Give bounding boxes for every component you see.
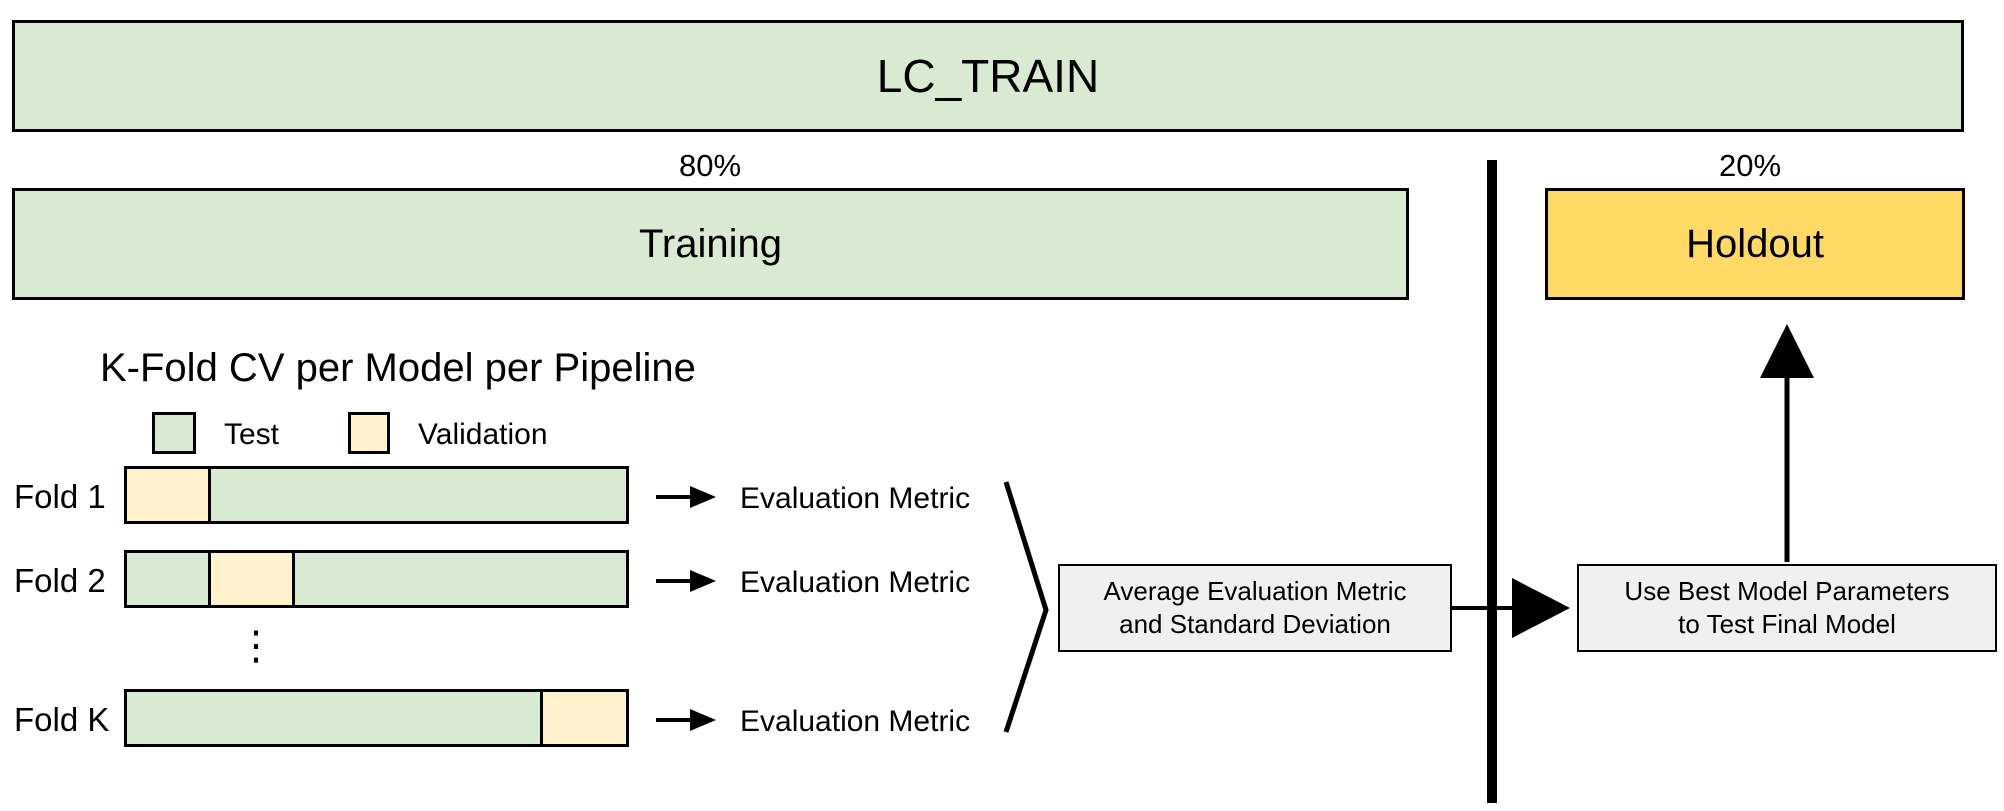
legend-test-label: Test: [224, 418, 280, 451]
final-model-box: Use Best Model Parameters to Test Final …: [1577, 564, 1997, 652]
fold-k-arrow-icon: [656, 709, 716, 731]
fold-k-bar: [124, 689, 629, 747]
legend-validation-label: Validation: [418, 418, 548, 451]
training-label: Training: [638, 221, 783, 266]
fold-1-bar: [124, 466, 629, 524]
fold-ellipsis: ⋮: [236, 624, 276, 668]
average-metric-line-1: Average Evaluation Metric: [1103, 576, 1407, 606]
holdout-box: Holdout: [1545, 188, 1965, 300]
fold-k-label: Fold K: [14, 701, 110, 738]
bracket-icon: [1003, 481, 1049, 733]
kfold-title: K-Fold CV per Model per Pipeline: [100, 346, 696, 390]
average-metric-box: Average Evaluation Metric and Standard D…: [1058, 564, 1452, 652]
fold-2-test-segment: [127, 553, 211, 605]
fold-k-validation-segment: [540, 692, 626, 744]
holdout-label: Holdout: [1686, 221, 1824, 266]
training-percent: 80%: [678, 148, 742, 183]
legend-test-swatch: [152, 412, 196, 454]
lc-train-label: LC_TRAIN: [876, 50, 1100, 102]
to-holdout-arrow-icon: [1760, 324, 1814, 562]
fold-2-bar: [124, 550, 629, 608]
fold-k-metric: Evaluation Metric: [740, 705, 971, 738]
fold-2-metric: Evaluation Metric: [740, 566, 971, 599]
fold-1-arrow-icon: [656, 486, 716, 508]
fold-2-validation-segment: [211, 553, 295, 605]
holdout-percent: 20%: [1718, 148, 1782, 183]
fold-2-arrow-icon: [656, 570, 716, 592]
average-metric-line-2: and Standard Deviation: [1119, 609, 1391, 639]
fold-2-label: Fold 2: [14, 562, 106, 599]
fold-1-label: Fold 1: [14, 478, 106, 515]
final-model-line-1: Use Best Model Parameters: [1624, 576, 1950, 606]
legend-validation-swatch: [348, 412, 390, 454]
to-final-arrow-icon: [1452, 578, 1570, 638]
fold-1-validation-segment: [127, 469, 211, 521]
fold-1-metric: Evaluation Metric: [740, 482, 971, 515]
training-box: Training: [12, 188, 1409, 300]
final-model-line-2: to Test Final Model: [1678, 609, 1896, 639]
lc-train-box: LC_TRAIN: [12, 20, 1964, 132]
